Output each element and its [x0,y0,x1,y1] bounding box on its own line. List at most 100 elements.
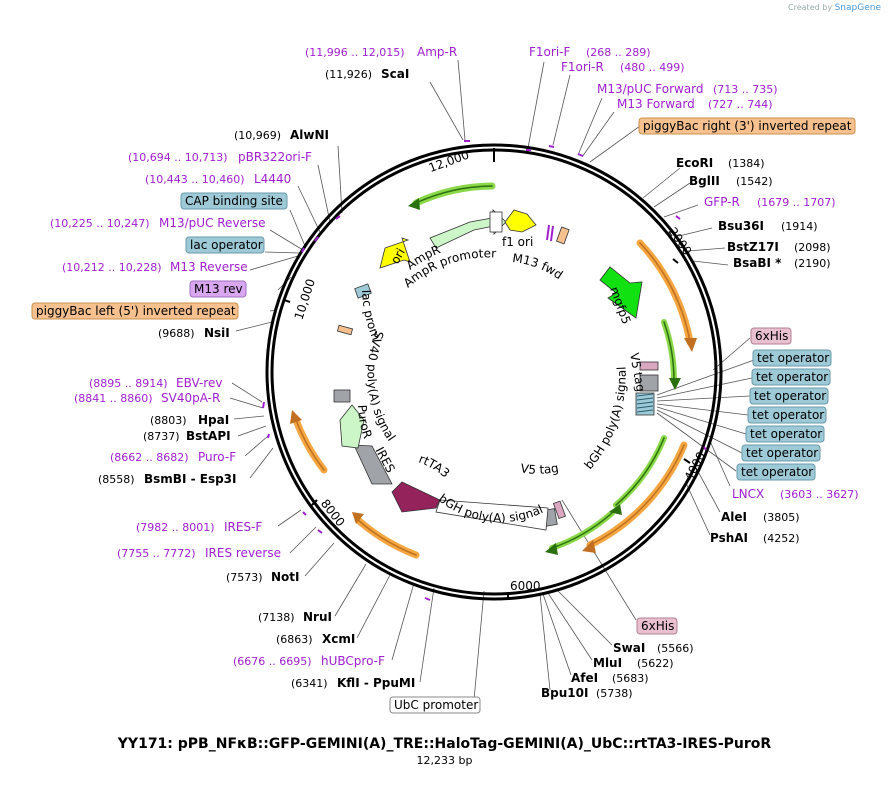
label-enzyme: Bpu10I [541,686,588,700]
label-pos: (7573) [226,571,263,584]
label-enzyme: KflI - PpuMI [337,676,415,690]
label-pos: (8558) [98,473,135,486]
ampr-promoter-feature [489,211,503,233]
label-pos: (8895 .. 8914) [89,377,168,390]
label-primer: Amp-R [417,45,457,59]
label-primer: hUBCpro-F [321,654,385,668]
plasmid-map: 12,000 2000 4000 6000 8000 10,000 [0,0,859,714]
label-box-text: tet operator [752,408,824,422]
label-pos: (10,694 .. 10,713) [128,151,228,164]
label-primer: M13 Reverse [170,260,248,274]
label-pos: (7138) [258,611,295,624]
label-enzyme: BsaBI * [733,256,782,270]
label-pos: (480 .. 499) [620,61,685,74]
label-pos: (7982 .. 8001) [136,521,215,534]
label-box [636,617,678,635]
label-box [751,368,831,386]
label-primer: Puro-F [198,450,236,464]
plasmid-length: 12,233 bp [416,754,473,767]
connector-lines [229,59,755,701]
label-pos: (11,926) [325,68,372,81]
label-primer: SV40pA-R [161,391,220,405]
label-pos: (4252) [763,532,800,545]
label-box [185,236,265,254]
label-box-text: tet operator [741,465,813,479]
label-enzyme: HpaI [198,413,229,427]
label-box [189,280,247,298]
orf-arrowheads [290,198,697,555]
label-primer: L4440 [254,172,291,186]
label-pos: (10,443 .. 10,460) [145,173,245,186]
label-pos: (11,996 .. 12,015) [305,46,405,59]
label-box [31,302,239,320]
label-enzyme: PshAI [710,531,748,545]
label-pos: (1384) [728,157,765,170]
6xhis-2-feature [552,500,567,520]
label-primer: pBR322ori-F [238,150,312,164]
tick-label: 6000 [510,579,541,593]
label-box [750,327,792,345]
label-box-text: 6xHis [641,619,674,633]
label-box [747,406,827,424]
label-pos: (8662 .. 8682) [110,451,189,464]
label-enzyme: BsmBI - Esp3I [144,472,236,486]
label-box-text: piggyBac left (5') inverted repeat [36,304,236,318]
tick-label: 10,000 [292,277,318,321]
tick-marks [283,148,691,599]
label-pos: (10,225 .. 10,247) [50,217,150,230]
feature-label-bgh-polya: bGH poly(A) signal [582,366,629,472]
label-pos: (2190) [794,257,831,270]
label-enzyme: MluI [593,656,622,670]
label-pos: (713 .. 735) [713,83,778,96]
label-enzyme: SwaI [613,641,645,655]
label-enzyme: NotI [271,570,300,584]
feature-label-v5-tag-2: V5 tag [520,461,560,477]
label-pos: (5566) [657,642,694,655]
label-enzyme: NruI [303,610,332,624]
label-box-text: tet operator [754,389,826,403]
label-box [752,349,832,367]
orf-arrows [292,239,694,559]
label-enzyme: EcoRI [676,156,713,170]
label-enzyme: XcmI [322,632,355,646]
label-pos: (6863) [276,633,313,646]
label-enzyme: BstAPI [186,429,231,443]
snapgene-credit: Created by SnapGene [788,3,881,13]
label-box-text: M13 rev [194,282,243,296]
label-primer: EBV-rev [176,376,222,390]
label-box-text: UbC promoter [394,698,478,712]
label-box-text: tet operator [756,370,828,384]
label-primer: M13/pUC Forward [597,82,704,96]
inner-features [333,209,659,531]
tick-label: 4000 [682,449,709,483]
label-enzyme: AlwNI [290,128,329,142]
label-pos: (8737) [143,430,180,443]
label-box [741,444,821,462]
label-box-text: 6xHis [755,329,788,343]
label-pos: (5622) [637,657,674,670]
label-box-text: tet operator [746,446,818,460]
label-pos: (6676 .. 6695) [233,655,312,668]
label-box [180,192,288,210]
label-enzyme: BglII [689,174,720,188]
label-pos: (1542) [736,175,773,188]
label-box [638,117,856,135]
feature-label-f1-ori: f1 ori [502,235,533,249]
plasmid-title: YY171: pPB_NFκB::GFP-GEMINI(A)_TRE::Halo… [117,736,772,752]
mgfp5-feature [599,266,643,319]
feature-label-rtta3: rtTA3 [417,452,452,481]
label-pos: (8841 .. 8860) [74,392,153,405]
f1-ori-feature [504,209,537,233]
puror-feature [339,404,365,449]
label-box [389,696,481,714]
snapgene-brand: SnapGene [834,3,881,13]
label-enzyme: Bsu36I [718,219,764,233]
label-primer: F1ori-F [529,45,570,59]
label-pos: (2098) [794,241,831,254]
label-primer: GFP-R [704,195,740,209]
ori-feature [379,237,411,269]
tick-label: 12,000 [427,148,471,176]
label-pos: (5738) [596,687,633,700]
label-box-text: tet operator [750,427,822,441]
label-enzyme: AfeI [571,671,598,685]
